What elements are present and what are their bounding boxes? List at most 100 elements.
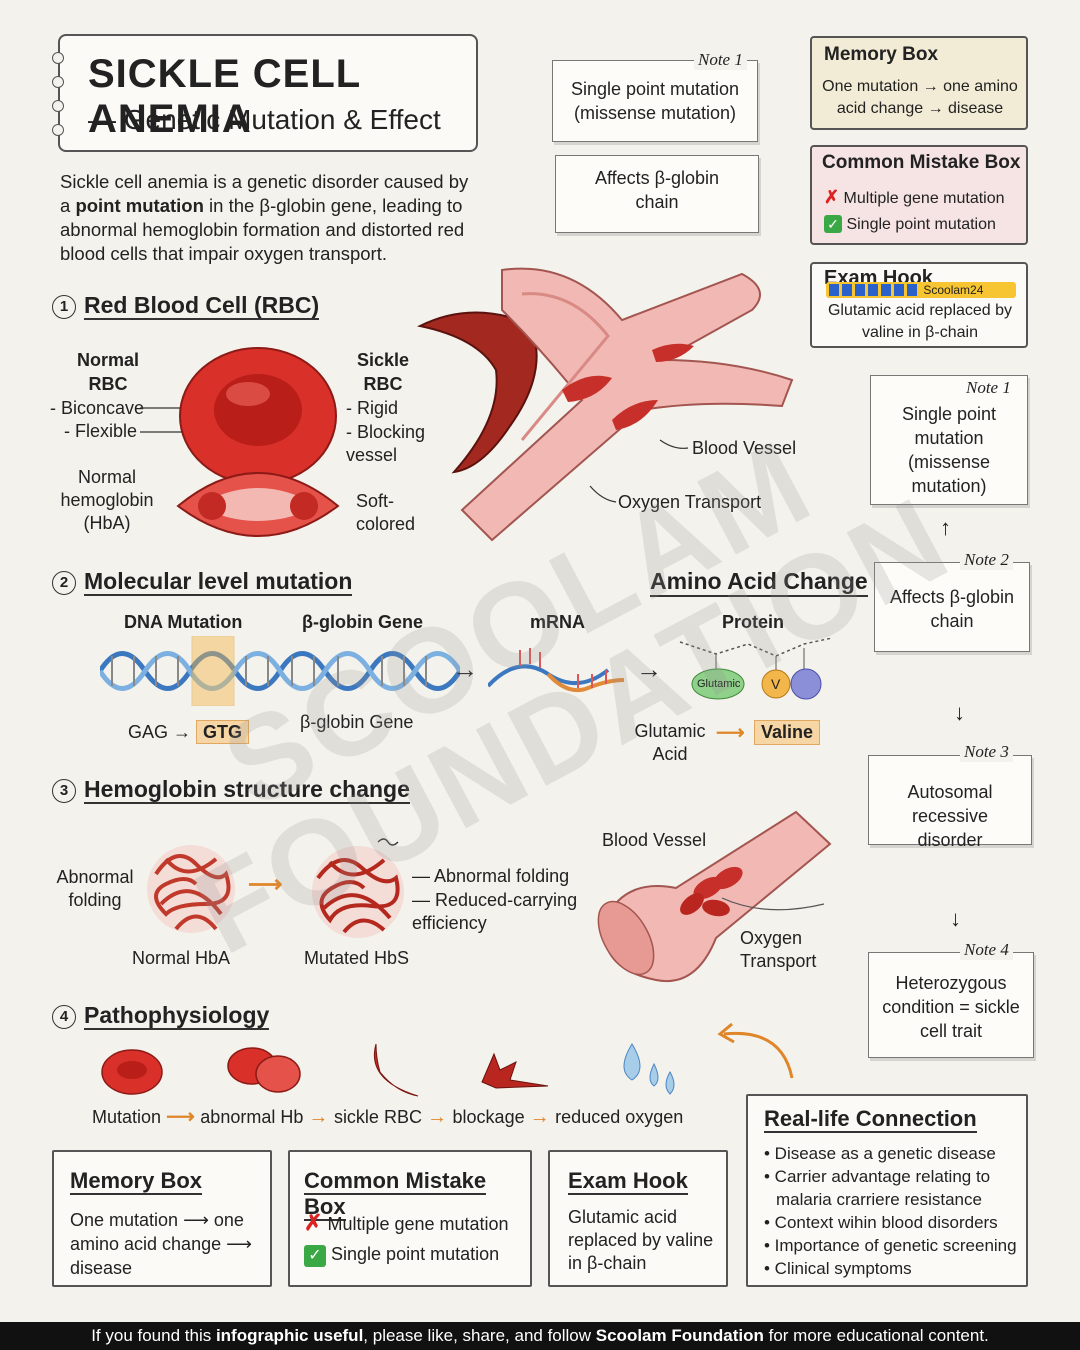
top-note-2-text: Affects β-globin chain [594, 168, 720, 212]
footer-bold-2[interactable]: Scoolam Foundation [595, 1326, 764, 1345]
memory-box-top: Memory Box One mutation → one amino acid… [810, 36, 1028, 130]
oxygen-transport-label-2: Oxygen Transport [740, 928, 817, 971]
flow-step-5: reduced oxygen [555, 1107, 684, 1127]
gtg-codon: GTG [196, 720, 250, 744]
mistake-bottom-wrong-row: ✗ Multiple gene mutation [304, 1210, 509, 1236]
normal-rbc-item-1: - Biconcave [50, 398, 145, 418]
exam-hook-bottom-title-text: Exam Hook [568, 1168, 688, 1195]
side-note-2-text: Affects β-globin chain [889, 587, 1015, 631]
glutamic-acid-label: Glutamic Acid [634, 721, 706, 764]
real-life-title-text: Real-life Connection [764, 1106, 977, 1133]
side-note-2-tag: Note 2 [960, 550, 1013, 570]
arrow-down-icon: ↓ [950, 906, 961, 931]
mistake-bottom-wrong-text: Multiple gene mutation [327, 1214, 509, 1234]
section-4-number: 4 [52, 1004, 76, 1029]
spiral-ring [52, 100, 64, 112]
mistake-wrong-row: ✗ Multiple gene mutation [824, 187, 1005, 208]
mistake-right-text: Single point mutation [846, 216, 996, 233]
arrow-right-icon: → [426, 1106, 453, 1128]
valine-circle-label: V [771, 676, 781, 692]
pathophysiology-icons [101, 1043, 675, 1097]
mutated-hbs-illustration [312, 838, 404, 938]
cross-icon: ✗ [304, 1210, 323, 1235]
memory-box-top-title: Memory Box [824, 44, 939, 65]
mistake-bottom-right-row: ✓ Single point mutation [304, 1244, 499, 1267]
arrow-right-icon: → [636, 654, 662, 684]
bglobin-gene-label-bottom: β-globin Gene [300, 712, 414, 732]
mrna-strand-illustration [488, 648, 625, 693]
exam-hook-bottom-text: Glutamic acid replaced by valine in β-ch… [568, 1207, 714, 1273]
real-life-title: Real-life Connection [764, 1106, 977, 1133]
vessel-rbc-illustration [597, 810, 832, 983]
title-box: SICKLE CELL ANEMIA — Genetic Mutation & … [58, 34, 478, 152]
common-mistake-bottom-title-text: Common Mistake Box [304, 1168, 487, 1221]
sickle-rbc-item-2: - Blocking vessel [346, 422, 426, 465]
flow-step-2: abnormal Hb [200, 1107, 304, 1127]
valine-label: Valine [754, 720, 821, 745]
flow-step-1: Mutation [92, 1107, 162, 1127]
footer-text-1: If you found this [91, 1326, 216, 1345]
footer-bold-1: infographic useful [215, 1326, 364, 1345]
flow-step-3: sickle RBC [333, 1107, 422, 1127]
intro-text-2: in the β-globin gene, leading to abnorma… [60, 195, 465, 264]
intro-text-1: Sickle cell anemia is a genetic disorder… [60, 171, 469, 216]
bglobin-gene-label-top: β-globin Gene [302, 612, 423, 632]
footer-text-2: , please like, share, and follow [363, 1326, 596, 1345]
section-3-title: Hemoglobin structure change [84, 776, 410, 804]
side-note-4: Heterozygous condition = sickle cell tra… [868, 952, 1034, 1058]
arrow-right-icon: → [308, 1106, 334, 1128]
top-note-1: Single point mutation (missense mutation… [552, 60, 758, 142]
common-mistake-bottom-title: Common Mistake Box [304, 1168, 530, 1221]
real-life-list: • Disease as a genetic disease • Carrier… [764, 1142, 1022, 1280]
gag-to-gtg: GAG → GTG [128, 720, 250, 744]
spiral-ring [52, 52, 64, 64]
normal-hba-illustration [147, 845, 235, 933]
social-icons [829, 284, 917, 296]
abnormal-folding-right-text: Abnormal folding [434, 866, 570, 886]
intro-paragraph: Sickle cell anemia is a genetic disorder… [60, 170, 480, 266]
check-icon: ✓ [304, 1245, 326, 1267]
page-title: SICKLE CELL ANEMIA [88, 52, 361, 141]
sickle-rbc-title: Sickle RBC [356, 350, 410, 394]
side-note-2: Affects β-globin chain [874, 562, 1030, 652]
list-item: • Clinical symptoms [764, 1259, 912, 1278]
reduced-efficiency-label: — Reduced-carrying efficiency [412, 890, 578, 933]
side-note-1: Single point mutation (missense mutation… [870, 375, 1028, 505]
blood-vessel-label-2: Blood Vessel [602, 830, 707, 850]
social-handle: Scoolam24 [923, 283, 984, 297]
normal-hemoglobin-label: Normal hemoglobin (HbA) [60, 467, 154, 533]
common-mistake-box-top: Common Mistake Box ✗ Multiple gene mutat… [810, 145, 1028, 245]
footer-text-3: for more educational content. [763, 1326, 989, 1345]
normal-rbc-title: Normal RBC [76, 350, 139, 394]
arrow-right-icon: ⟶ [166, 1106, 201, 1128]
top-note-1-text: Single point mutation (missense mutation… [570, 79, 740, 123]
list-item: • Context wihin blood disorders [764, 1213, 998, 1232]
common-mistake-box-bottom: Common Mistake Box ✗ Multiple gene mutat… [288, 1150, 532, 1287]
side-note-1-tag: Note 1 [966, 378, 1011, 397]
oxygen-transport-label-1: Oxygen Transport [618, 492, 762, 512]
mrna-label: mRNA [530, 612, 586, 632]
abnormal-folding-right-label: — Abnormal folding [412, 866, 570, 886]
memory-box-bottom: Memory Box One mutation ⟶ one amino acid… [52, 1150, 272, 1287]
sickle-rbc-item-1: - Rigid [346, 398, 399, 418]
normal-hba-label: Normal HbA [132, 948, 231, 968]
arrow-down-icon: ↓ [954, 700, 965, 725]
list-item: • Disease as a genetic disease [764, 1144, 996, 1163]
glutamic-circle-label: Glutamic [697, 678, 741, 690]
section-4-title: Pathophysiology [84, 1002, 270, 1030]
gag-codon: GAG [128, 722, 169, 742]
side-note-3: Autosomal recessive disorder [868, 755, 1032, 850]
section-3-heading: 3 Hemoglobin structure change [52, 776, 410, 804]
section-2-number: 2 [52, 570, 76, 595]
footer-bar: If you found this infographic useful, pl… [0, 1322, 1080, 1350]
dna-helix-illustration [100, 636, 460, 706]
section-3-number: 3 [52, 778, 76, 803]
arrow-right-icon: → [173, 722, 197, 742]
curved-arrow-icon [717, 1022, 794, 1079]
page-subtitle: — Genetic Mutation & Effect [88, 104, 441, 135]
section-2-title: Molecular level mutation [84, 568, 353, 596]
top-note-2: Affects β-globin chain [555, 155, 759, 233]
arrow-right-icon: → [452, 654, 478, 684]
exam-hook-bottom-title: Exam Hook [568, 1168, 688, 1195]
side-note-3-text: Autosomal recessive disorder [907, 782, 993, 850]
